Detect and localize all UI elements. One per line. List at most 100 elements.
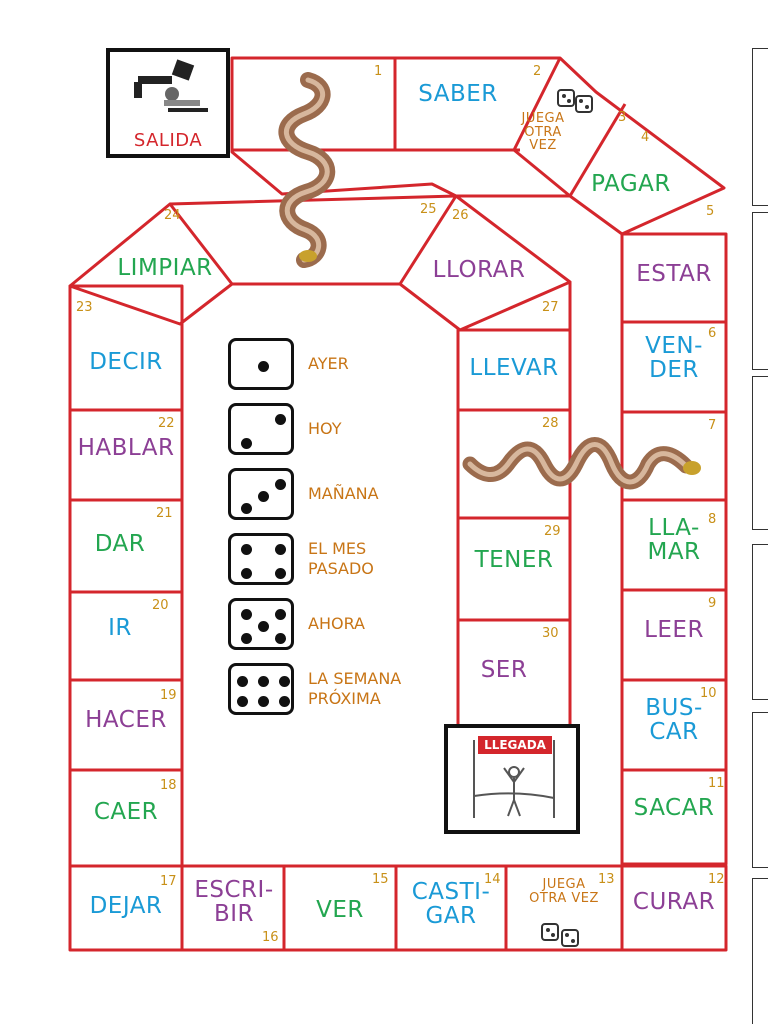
square-label: HACER <box>85 707 167 733</box>
die-pip <box>258 676 269 687</box>
square-label: IR <box>108 615 132 641</box>
die-pip <box>241 503 252 514</box>
die-pip <box>275 479 286 490</box>
square-number: 24 <box>164 208 181 223</box>
die-pip <box>241 438 252 449</box>
side-panel <box>752 878 768 1024</box>
runner-icon <box>473 740 555 818</box>
square-label: DEJAR <box>89 893 163 919</box>
square-label: TENER <box>474 547 554 573</box>
die-pip <box>258 696 269 707</box>
die-pip <box>279 696 290 707</box>
square-number: 18 <box>160 778 177 793</box>
dice-icon <box>541 923 579 947</box>
square-label: VEN- DER <box>645 333 703 384</box>
square-number: 26 <box>452 208 469 223</box>
die-pip <box>258 621 269 632</box>
legend-label: HOY <box>308 419 342 438</box>
square-label: LIMPIAR <box>117 255 213 281</box>
square-label: HABLAR <box>77 435 175 461</box>
square-label: CASTI- GAR <box>411 879 491 930</box>
square-label: BUS- CAR <box>645 695 703 746</box>
die-pip <box>258 361 269 372</box>
side-panel <box>752 712 768 868</box>
die-pip <box>237 676 248 687</box>
start-label: SALIDA <box>133 130 203 151</box>
finish-label: LLEGADA <box>478 736 552 754</box>
square-number: 22 <box>158 416 175 431</box>
square-number: 20 <box>152 598 169 613</box>
square-label: DECIR <box>89 349 163 375</box>
legend-label: EL MES PASADO <box>308 539 374 578</box>
legend-label: MAÑANA <box>308 484 379 503</box>
side-panel <box>752 376 768 530</box>
square-label: SABER <box>418 81 498 107</box>
square-number: 19 <box>160 688 177 703</box>
snake-icon <box>278 72 336 268</box>
square-number: 13 <box>598 872 615 887</box>
square-number: 6 <box>708 326 717 341</box>
square-number: 23 <box>76 300 93 315</box>
legend-label: AYER <box>308 354 349 373</box>
die-pip <box>279 676 290 687</box>
square-number: 3 <box>618 110 627 125</box>
square-number: 21 <box>156 506 173 521</box>
die-pip <box>237 696 248 707</box>
die-pip <box>241 609 252 620</box>
square-number: 11 <box>708 776 725 791</box>
square-label: VER <box>316 897 364 923</box>
start-square: SALIDA <box>106 48 230 158</box>
die-pip <box>241 568 252 579</box>
finish-square: LLEGADA <box>444 724 580 834</box>
square-number: 27 <box>542 300 559 315</box>
legend-label: AHORA <box>308 614 365 633</box>
die-pip <box>275 414 286 425</box>
square-number: 25 <box>420 202 437 217</box>
square-number: 30 <box>542 626 559 641</box>
die-face <box>228 663 294 715</box>
die-pip <box>275 544 286 555</box>
square-number: 4 <box>641 130 650 145</box>
square-label: LLA- MAR <box>647 515 701 566</box>
square-label: ESCRI- BIR <box>194 877 274 928</box>
square-number: 10 <box>700 686 717 701</box>
square-number: 5 <box>706 204 715 219</box>
dice-icon <box>557 89 593 113</box>
square-number: 9 <box>708 596 717 611</box>
square-number: 2 <box>533 64 542 79</box>
square-number: 15 <box>372 872 389 887</box>
die-face <box>228 598 294 650</box>
square-label: JUEGA OTRA VEZ <box>521 111 565 154</box>
die-face <box>228 468 294 520</box>
square-label: SACAR <box>633 795 715 821</box>
side-panel <box>752 212 768 370</box>
legend-label: LA SEMANA PRÓXIMA <box>308 669 402 708</box>
square-label: JUEGA OTRA VEZ <box>529 877 599 906</box>
die-pip <box>258 491 269 502</box>
die-pip <box>241 544 252 555</box>
square-label: LLEVAR <box>469 355 559 381</box>
square-number: 7 <box>708 418 717 433</box>
square-number: 28 <box>542 416 559 431</box>
die-pip <box>275 609 286 620</box>
square-label: DAR <box>94 531 146 557</box>
square-number: 17 <box>160 874 177 889</box>
die-pip <box>275 633 286 644</box>
square-label: LEER <box>644 617 704 643</box>
square-number: 16 <box>262 930 279 945</box>
side-panel <box>752 544 768 700</box>
square-label: LLORAR <box>432 257 526 283</box>
die-pip <box>275 568 286 579</box>
robber-icon <box>134 59 208 112</box>
square-number: 1 <box>374 64 383 79</box>
square-number: 29 <box>544 524 561 539</box>
square-number: 12 <box>708 872 725 887</box>
square-number: 8 <box>708 512 717 527</box>
square-label: CAER <box>93 799 159 825</box>
die-face <box>228 338 294 390</box>
die-face <box>228 533 294 585</box>
die-face <box>228 403 294 455</box>
die-pip <box>241 633 252 644</box>
